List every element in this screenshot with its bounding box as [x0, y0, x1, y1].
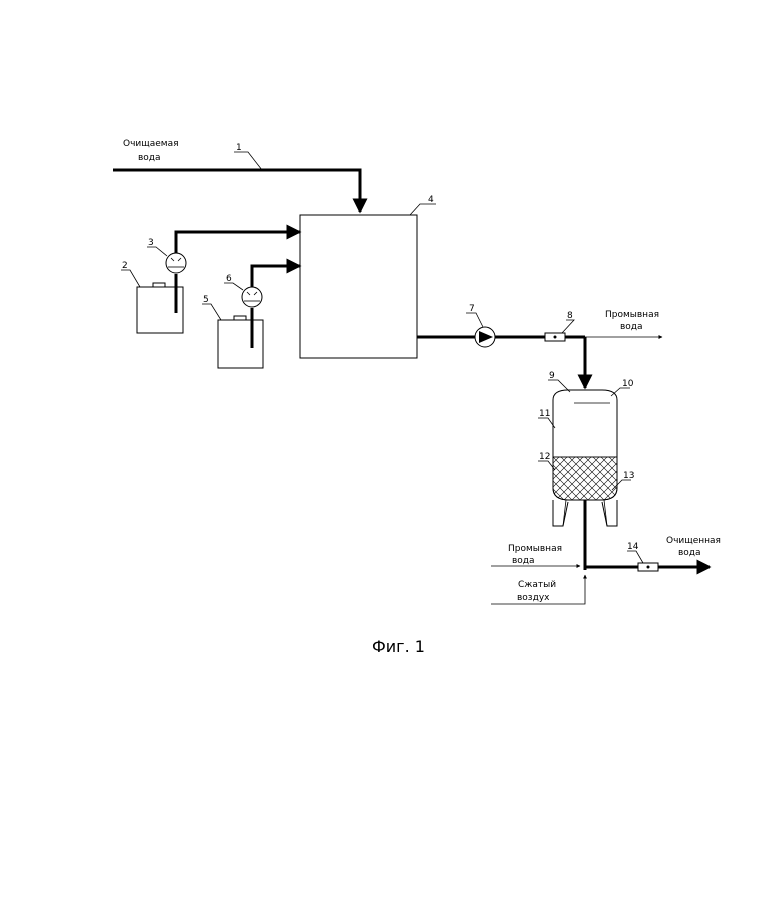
input-water-label-2: вода	[138, 153, 161, 163]
callout-12: 12	[539, 452, 550, 462]
callout-11: 11	[539, 409, 550, 419]
wash-water-in-label-1: Промывная	[508, 544, 562, 554]
wash-water-out-label-1: Промывная	[605, 310, 659, 320]
flow-meter-8	[545, 333, 565, 341]
callout-14: 14	[627, 542, 639, 552]
clean-water-label-2: вода	[678, 548, 701, 558]
callout-6: 6	[226, 274, 232, 284]
callout-10: 10	[622, 379, 634, 389]
callout-1: 1	[236, 143, 242, 153]
input-water-line: Очищаемая вода 1	[113, 139, 360, 212]
compressed-air-label-1: Сжатый	[518, 580, 556, 590]
figure-caption: Фиг. 1	[372, 637, 425, 656]
clean-water-label-1: Очищенная	[666, 536, 721, 546]
input-water-label-1: Очищаемая	[123, 139, 179, 149]
dosing-pump-6: 6	[224, 266, 300, 307]
flow-meter-14	[638, 563, 658, 571]
callout-3: 3	[148, 238, 154, 248]
compressed-air-label-2: воздух	[517, 593, 550, 603]
callout-9: 9	[549, 371, 555, 381]
callout-5: 5	[203, 295, 209, 305]
tank-4: 4	[300, 195, 436, 358]
callout-2: 2	[122, 261, 128, 271]
wash-water-in-label-2: вода	[512, 556, 535, 566]
outlet-line: 7 8 Промывная вода	[417, 304, 662, 388]
callout-7: 7	[469, 304, 475, 314]
callout-13: 13	[623, 471, 634, 481]
callout-4: 4	[428, 195, 434, 205]
callout-8: 8	[567, 311, 573, 321]
wash-water-out-label-2: вода	[620, 322, 643, 332]
